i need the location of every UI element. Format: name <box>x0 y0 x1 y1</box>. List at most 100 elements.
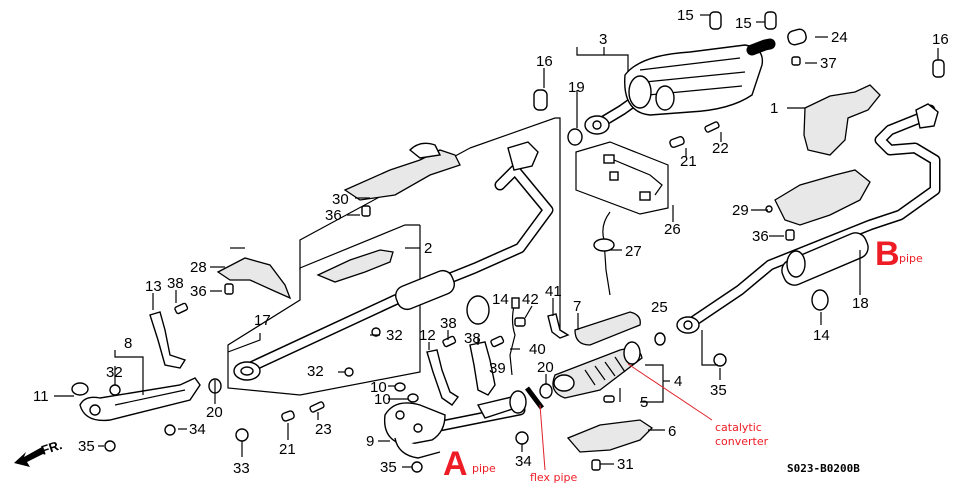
callout-numbers: 3 19 16 15 15 24 37 1 16 21 22 26 27 29 … <box>33 7 949 477</box>
callout-30: 30 <box>332 191 349 208</box>
catalytic-label-line2: converter <box>715 435 769 448</box>
annotation-a-pipe: A pipe <box>443 445 496 483</box>
heat-shield-2 <box>316 249 394 283</box>
callout-6: 6 <box>668 423 676 440</box>
callout-10: 10 <box>370 379 387 396</box>
callout-35: 35 <box>380 459 397 476</box>
callout-14: 14 <box>492 291 509 308</box>
callout-26: 26 <box>664 221 681 238</box>
callout-5: 5 <box>640 394 648 411</box>
callout-7: 7 <box>573 298 581 315</box>
callout-21: 21 <box>279 441 296 458</box>
callout-39: 39 <box>489 360 506 377</box>
callout-15: 15 <box>735 15 752 32</box>
callout-37: 37 <box>820 55 837 72</box>
callout-36: 36 <box>752 228 769 245</box>
bracket-12 <box>426 349 460 406</box>
callout-18: 18 <box>852 295 869 312</box>
bracket-13 <box>149 311 187 369</box>
leader-lines <box>54 14 939 468</box>
callout-20: 20 <box>537 359 554 376</box>
bracket-41 <box>547 313 570 339</box>
o2-sensor-27 <box>593 211 615 296</box>
callout-38: 38 <box>167 275 184 292</box>
rear-muffler <box>584 38 776 135</box>
heat-shield-30 <box>343 142 461 201</box>
catalytic-label-line1: catalytic <box>715 421 762 434</box>
callout-33: 33 <box>233 460 250 477</box>
callout-29: 29 <box>732 202 749 219</box>
callout-12: 12 <box>419 327 436 344</box>
callout-10: 10 <box>374 391 391 408</box>
callout-1: 1 <box>770 100 778 117</box>
front-label: FR. <box>39 437 64 458</box>
callout-41: 41 <box>545 283 562 300</box>
front-pipe-8 <box>79 377 201 422</box>
a-pipe <box>383 390 527 459</box>
catalytic-converter <box>552 311 643 399</box>
callout-31: 31 <box>617 456 634 473</box>
sensor-harness-26 <box>603 154 663 201</box>
annotation-flex-pipe: flex pipe <box>530 404 578 484</box>
callout-9: 9 <box>366 433 374 450</box>
callout-35: 35 <box>710 382 727 399</box>
callout-36: 36 <box>325 207 342 224</box>
center-pipe-assembly <box>233 141 554 381</box>
heat-shield-28 <box>216 257 292 300</box>
hanger-rubber <box>466 11 945 325</box>
diagram-code: S023-B0200B <box>787 462 860 475</box>
callout-34: 34 <box>189 421 206 438</box>
callout-25: 25 <box>651 299 668 316</box>
b-pipe-label: pipe <box>899 252 923 265</box>
callout-3: 3 <box>599 31 607 48</box>
bracket-39 <box>469 341 496 396</box>
group-outline-2 <box>227 224 421 396</box>
callout-32: 32 <box>307 363 324 380</box>
callout-34: 34 <box>515 453 532 470</box>
flex-pipe-label: flex pipe <box>530 471 578 484</box>
a-pipe-letter: A <box>443 445 468 483</box>
annotation-catalytic-converter: catalytic converter <box>627 363 769 448</box>
catalytic-converter-leader <box>627 363 713 421</box>
a-pipe-label: pipe <box>472 462 496 475</box>
heat-shield-1 <box>803 84 881 156</box>
callout-4: 4 <box>674 373 682 390</box>
front-arrow-icon <box>14 447 45 467</box>
callout-8: 8 <box>124 335 132 352</box>
o2-sensor-40 <box>509 297 520 376</box>
callout-16: 16 <box>932 31 949 48</box>
callout-14: 14 <box>813 327 830 344</box>
callout-13: 13 <box>145 278 162 295</box>
callout-38: 38 <box>440 315 457 332</box>
callout-16: 16 <box>536 53 553 70</box>
callout-35: 35 <box>78 438 95 455</box>
callout-36: 36 <box>190 283 207 300</box>
flex-pipe-leader <box>539 404 546 471</box>
annotation-b-pipe: B pipe <box>875 235 923 273</box>
callout-40: 40 <box>529 341 546 358</box>
callout-24: 24 <box>831 29 848 46</box>
callout-15: 15 <box>677 7 694 24</box>
flex-pipe-segment <box>525 386 544 410</box>
callout-23: 23 <box>315 421 332 438</box>
front-direction-indicator: FR. <box>14 437 64 467</box>
callout-28: 28 <box>190 259 207 276</box>
callout-32: 32 <box>386 327 403 344</box>
callout-11: 11 <box>33 388 49 405</box>
callout-38: 38 <box>464 330 481 347</box>
callout-42: 42 <box>522 291 539 308</box>
callout-27: 27 <box>625 243 642 260</box>
b-pipe-letter: B <box>875 235 900 273</box>
heat-shield-6 <box>566 419 654 453</box>
callout-19: 19 <box>568 79 585 96</box>
callout-2: 2 <box>424 240 432 257</box>
callout-22: 22 <box>712 140 729 157</box>
callout-21: 21 <box>680 153 697 170</box>
callout-32: 32 <box>106 364 123 381</box>
heat-shield-29 <box>774 169 871 226</box>
callout-20: 20 <box>206 404 223 421</box>
b-pipe <box>676 103 941 334</box>
group-outline-26 <box>575 141 669 215</box>
callout-17: 17 <box>254 312 271 329</box>
